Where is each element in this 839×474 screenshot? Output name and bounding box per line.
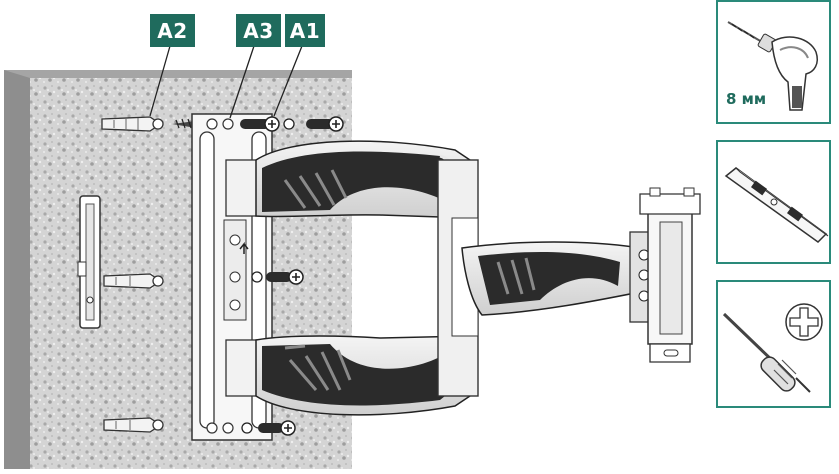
cable-clip	[77, 195, 101, 329]
wall-anchor-bottom	[103, 417, 164, 433]
phillips-screwdriver-icon	[722, 303, 823, 393]
wall-top-face	[4, 70, 352, 78]
screw-bottom	[241, 420, 296, 436]
screw-middle	[251, 269, 304, 285]
phillips-cross-icon	[785, 303, 823, 341]
lag-screw-top	[172, 118, 196, 129]
washer-a3-top	[283, 118, 295, 130]
leader-line-a2	[149, 45, 171, 117]
drill-bit-size: 8 мм	[726, 90, 767, 108]
label-a2: A2	[150, 14, 195, 47]
drill-icon	[727, 21, 818, 111]
label-a3: A3	[236, 14, 281, 47]
lower-arm	[225, 335, 471, 416]
screw-a1	[240, 116, 280, 132]
upper-arm	[225, 140, 471, 219]
screw-top-right	[306, 116, 344, 132]
tool-panel-level	[716, 140, 831, 264]
leader-line-a1	[273, 45, 303, 117]
label-a1: A1	[285, 14, 325, 47]
tool-panel-drill: 8 мм	[716, 0, 831, 124]
tv-bracket	[629, 187, 701, 363]
extension-arm	[461, 241, 641, 316]
wall-anchor-top	[101, 116, 164, 132]
leader-line-a3	[229, 45, 255, 119]
tool-panel-screwdriver	[716, 280, 831, 408]
wall-side-face	[4, 70, 30, 469]
wall-anchor-middle	[103, 273, 164, 289]
spirit-level-icon	[724, 167, 829, 243]
